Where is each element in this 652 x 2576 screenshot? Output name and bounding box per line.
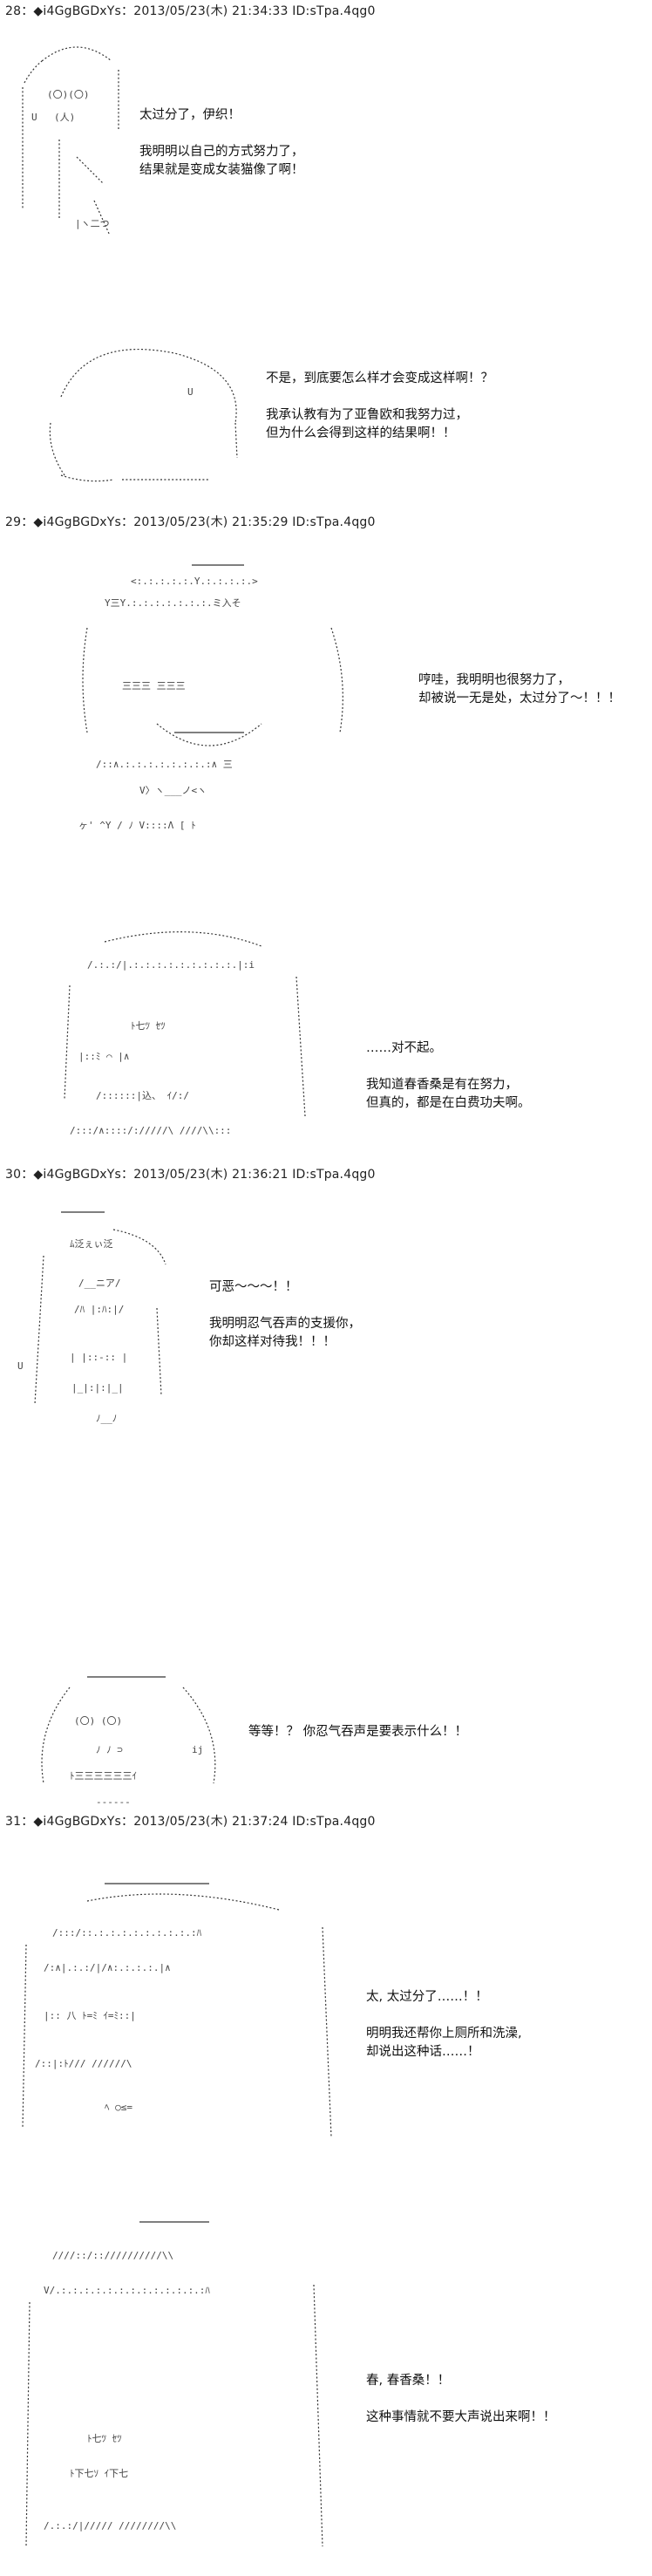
svg-text:V/.:.:.:.:.:.:.:.:.:.:.:.:.:ﾊ: V/.:.:.:.:.:.:.:.:.:.:.:.:.:ﾊ xyxy=(44,2285,210,2296)
svg-text:|_|:|:|_|: |_|:|:|_| xyxy=(71,1382,124,1394)
svg-text:|::ﾐ ⌒ |∧: |::ﾐ ⌒ |∧ xyxy=(78,1051,129,1062)
dialog-text: 可恶～～～！！ 我明明忍气吞声的支援你， 你却这样对待我！！！ xyxy=(209,1278,361,1352)
svg-text:ﾑ泛ぇぃ泛: ﾑ泛ぇぃ泛 xyxy=(70,1238,113,1250)
svg-text:U: U xyxy=(187,386,194,398)
svg-text:/__ニア/: /__ニア/ xyxy=(78,1278,121,1289)
ascii-art-figure: (〇) (〇) ﾉ ﾉ ⊃ ij ﾄ三三三三三三ｲ ------ xyxy=(41,1676,216,1808)
dialog-line: 不是，到底要怎么样才会变成这样啊！？ xyxy=(266,371,493,385)
dialog-line xyxy=(366,1058,531,1076)
dialog-line: 可恶～～～！！ xyxy=(209,1280,298,1294)
dialog-text: 太过分了，伊织！ 我明明以自己的方式努力了， 结果就是变成女装猫像了啊！ xyxy=(139,106,304,180)
ascii-art-figure: <:.:.:.:.:.Y.:.:.:.:.> Y三Y.:.:.:.:.:.:.:… xyxy=(78,564,343,831)
ascii-art-figure: /:::/::.:.:.:.:.:.:.:.:.:ﾊ /:∧|.:.:/|/∧:… xyxy=(22,1883,332,2137)
svg-text:/::::::|込、 ｲ/:/: /::::::|込、 ｲ/:/ xyxy=(96,1090,189,1101)
dialog-line: 春, 春香桑！！ xyxy=(366,2374,451,2388)
dialog-text: 等等！？ 你忍气吞声是要表示什么！！ xyxy=(248,1723,467,1741)
svg-text:ﾄ三三三三三三ｲ: ﾄ三三三三三三ｲ xyxy=(70,1770,137,1782)
dialog-line xyxy=(266,388,493,406)
svg-text:|ヽ二つ: |ヽ二つ xyxy=(75,218,110,229)
svg-text:ﾄ七ﾂ ｾﾂ: ﾄ七ﾂ ｾﾂ xyxy=(131,1020,166,1032)
dialog-line: 但真的，都是在白费功夫啊。 xyxy=(366,1096,531,1110)
svg-text:ﾉ ﾉ ⊃: ﾉ ﾉ ⊃ xyxy=(96,1744,123,1755)
dialog-text: 不是，到底要怎么样才会变成这样啊！？ 我承认教有为了亚鲁欧和我努力过， 但为什么会… xyxy=(266,370,493,443)
post-header: 31：◆i4GgBGDxYs：2013/05/23(木) 21:37:24 ID… xyxy=(5,1815,376,1829)
svg-text:/ﾊ |:ﾊ:|/: /ﾊ |:ﾊ:|/ xyxy=(74,1304,124,1315)
svg-text:/:::/∧::::/://///\ ////\\:::: /:::/∧::::/://///\ ////\\::: xyxy=(70,1125,231,1136)
svg-text:V〉ヽ___ノ<ヽ: V〉ヽ___ノ<ヽ xyxy=(139,785,207,796)
dialog-text: 哼哇，我明明也很努力了， 却被说一无是处，太过分了～！！！ xyxy=(418,671,621,708)
svg-text:------: ------ xyxy=(96,1796,131,1808)
dialog-line: 太过分了，伊织！ xyxy=(139,108,241,122)
svg-text:/::∧.:.:.:.:.:.:.:.:∧ 三: /::∧.:.:.:.:.:.:.:.:∧ 三 xyxy=(96,759,233,770)
svg-text:ﾉ__ﾉ: ﾉ__ﾉ xyxy=(96,1413,117,1424)
svg-text:ij: ij xyxy=(192,1744,203,1755)
svg-text:(〇) (〇): (〇) (〇) xyxy=(74,1715,122,1727)
dialog-line: 等等！？ 你忍气吞声是要表示什么！！ xyxy=(248,1725,468,1739)
dialog-line: 我明明以自己的方式努力了， xyxy=(139,145,304,159)
post-header: 28：◆i4GgBGDxYs：2013/05/23(木) 21:34:33 ID… xyxy=(5,4,376,18)
svg-text:三三三 三三三: 三三三 三三三 xyxy=(122,680,186,692)
svg-text:////::/:://////////\\: ////::/:://////////\\ xyxy=(52,2250,173,2261)
svg-text:Y三Y.:.:.:.:.:.:.:.ミ入そ: Y三Y.:.:.:.:.:.:.:.ミ入そ xyxy=(105,597,241,609)
svg-text:/:::/::.:.:.:.:.:.:.:.:.:ﾊ: /:::/::.:.:.:.:.:.:.:.:.:ﾊ xyxy=(52,1927,202,1939)
dialog-text: 太, 太过分了……！！ 明明我还帮你上厕所和洗澡, 却说出这种话……！ xyxy=(366,1988,522,2061)
dialog-line: 却被说一无是处，太过分了～！！！ xyxy=(418,692,621,705)
dialog-line: ……对不起。 xyxy=(366,1041,442,1055)
ascii-art-figure: ////::/:://////////\\ V/.:.:.:.:.:.:.:.:… xyxy=(25,2221,323,2547)
ascii-art-figure: (〇)(〇) (人) U |ヽ二つ xyxy=(22,46,119,236)
dialog-line: 我承认教有为了亚鲁欧和我努力过， xyxy=(266,408,468,422)
dialog-line xyxy=(366,2390,556,2409)
svg-text:(人): (人) xyxy=(54,112,75,123)
post-header: 30：◆i4GgBGDxYs：2013/05/23(木) 21:36:21 ID… xyxy=(5,1168,376,1182)
svg-text:|:: 八 ﾄ=ﾐ ｲ=ﾐ::|: |:: 八 ﾄ=ﾐ ｲ=ﾐ::| xyxy=(44,2010,136,2021)
svg-text:(〇)(〇): (〇)(〇) xyxy=(47,89,90,100)
dialog-line: 结果就是变成女装猫像了啊！ xyxy=(139,163,304,177)
svg-text:<:.:.:.:.:.Y.:.:.:.:.>: <:.:.:.:.:.Y.:.:.:.:.> xyxy=(131,576,258,587)
svg-text:ヶ' ^Y / ﾉ V::::Λ [ ﾄ: ヶ' ^Y / ﾉ V::::Λ [ ﾄ xyxy=(78,820,196,831)
svg-text:/:∧|.:.:/|/∧:.:.:.:.|∧: /:∧|.:.:/|/∧:.:.:.:.|∧ xyxy=(44,1962,171,1973)
svg-text:/::|:ﾄ/// //////\: /::|:ﾄ/// //////\ xyxy=(35,2058,132,2069)
svg-text:| |::-:: |: | |::-:: | xyxy=(70,1352,127,1363)
svg-text:ﾄ下七ｿ ｲ下七: ﾄ下七ｿ ｲ下七 xyxy=(70,2468,128,2479)
dialog-text: 春, 春香桑！！ 这种事情就不要大声说出来啊！！ xyxy=(366,2372,556,2427)
svg-text:/.:.:/|.:.:.:.:.:.:.:.:.:.|:i: /.:.:/|.:.:.:.:.:.:.:.:.:.|:i xyxy=(87,959,255,971)
dialog-line: 我知道春香桑是有在努力， xyxy=(366,1078,518,1092)
dialog-line: 这种事情就不要大声说出来啊！！ xyxy=(366,2410,556,2424)
dialog-line xyxy=(366,2007,522,2025)
dialog-line xyxy=(209,1297,361,1315)
dialog-line: 哼哇，我明明也很努力了， xyxy=(418,673,570,687)
ascii-art-figure: U xyxy=(49,348,238,482)
dialog-line: 你却这样对待我！！！ xyxy=(209,1335,336,1349)
svg-text:U: U xyxy=(31,112,37,123)
dialog-line: 太, 太过分了……！！ xyxy=(366,1990,488,2004)
dialog-line xyxy=(139,125,304,143)
dialog-line: 我明明忍气吞声的支援你， xyxy=(209,1317,361,1331)
dialog-line: 明明我还帮你上厕所和洗澡, xyxy=(366,2027,522,2041)
svg-text:/.:.:/|///// ////////\\: /.:.:/|///// ////////\\ xyxy=(44,2520,176,2532)
svg-text:U: U xyxy=(17,1360,24,1372)
ascii-art-figure: /.:.:/|.:.:.:.:.:.:.:.:.:.|:i ﾄ七ﾂ ｾﾂ |::… xyxy=(64,931,306,1136)
svg-text:ﾍ ○≤=: ﾍ ○≤= xyxy=(105,2102,132,2113)
ascii-art-figure: ﾑ泛ぇぃ泛 /__ニア/ /ﾊ |:ﾊ:|/ | |::-:: | |_|:|:… xyxy=(17,1211,166,1424)
dialog-line: 却说出这种话……！ xyxy=(366,2045,480,2059)
svg-text:ﾄ七ﾂ ｾﾂ: ﾄ七ﾂ ｾﾂ xyxy=(87,2433,122,2444)
dialog-line: 但为什么会得到这样的结果啊！！ xyxy=(266,426,456,440)
dialog-text: ……对不起。 我知道春香桑是有在努力， 但真的，都是在白费功夫啊。 xyxy=(366,1039,531,1113)
post-header: 29：◆i4GgBGDxYs：2013/05/23(木) 21:35:29 ID… xyxy=(5,515,376,529)
